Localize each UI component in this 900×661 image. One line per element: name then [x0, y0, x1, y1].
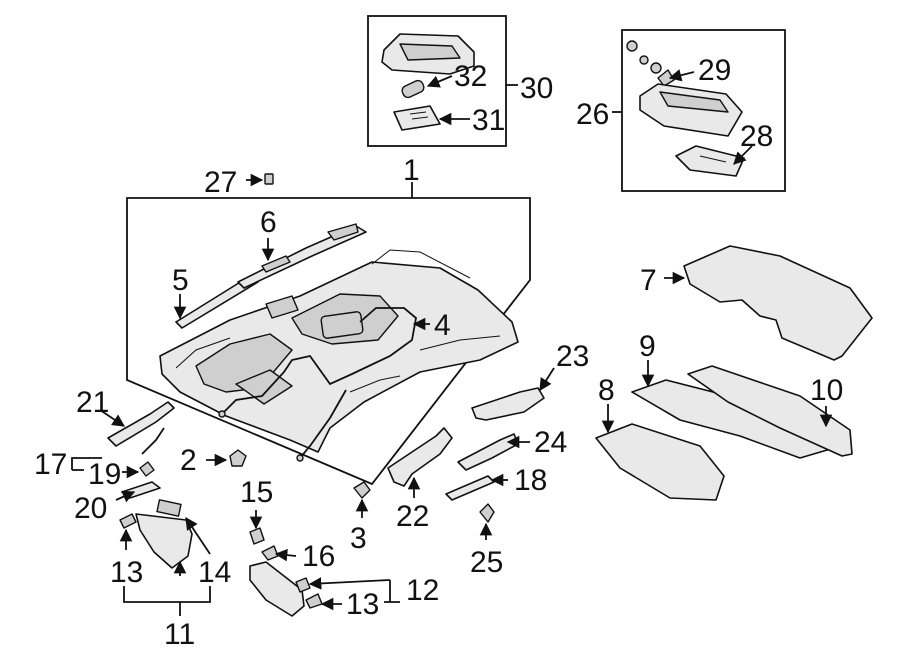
- assist-grip-parts: [71, 401, 247, 503]
- dome-lamp-inset: [367, 15, 518, 147]
- callout-31: 31: [472, 104, 505, 137]
- callout-26: 26: [576, 98, 609, 131]
- callout-27: 27: [204, 166, 237, 199]
- callout-13-right: 13: [346, 588, 379, 621]
- callout-30: 30: [520, 72, 553, 105]
- brackets: [353, 367, 555, 540]
- callout-15: 15: [240, 476, 273, 509]
- callout-10: 10: [810, 374, 843, 407]
- callout-4: 4: [434, 309, 451, 342]
- callout-labels: 1 2 3 4 5 6 7 8 9 10 11 12 13 13 14 15 1…: [34, 54, 843, 651]
- callout-8: 8: [598, 374, 615, 407]
- callout-17: 17: [34, 448, 67, 481]
- callout-2: 2: [180, 444, 197, 477]
- callout-18: 18: [514, 464, 547, 497]
- callout-7: 7: [640, 264, 657, 297]
- headliner-assembly: [126, 173, 531, 486]
- callout-23: 23: [556, 340, 589, 373]
- callout-9: 9: [639, 330, 656, 363]
- callout-21: 21: [76, 386, 109, 419]
- callout-20: 20: [74, 492, 107, 525]
- callout-22: 22: [396, 500, 429, 533]
- insulation-pads: [595, 245, 873, 501]
- overhead-console-inset: [612, 29, 786, 192]
- callout-32: 32: [454, 60, 487, 93]
- callout-11: 11: [164, 618, 195, 651]
- callout-12: 12: [406, 574, 439, 607]
- callout-3: 3: [350, 522, 367, 555]
- callout-25: 25: [470, 546, 503, 579]
- callout-16: 16: [302, 540, 335, 573]
- callout-5: 5: [172, 264, 189, 297]
- callout-14: 14: [198, 556, 231, 589]
- callout-24: 24: [534, 426, 567, 459]
- callout-28: 28: [740, 120, 773, 153]
- sun-visors: [119, 499, 400, 617]
- callout-6: 6: [260, 206, 277, 239]
- callout-13-left: 13: [110, 556, 143, 589]
- callout-29: 29: [698, 54, 731, 87]
- callout-1: 1: [403, 154, 420, 187]
- callout-19: 19: [88, 458, 121, 491]
